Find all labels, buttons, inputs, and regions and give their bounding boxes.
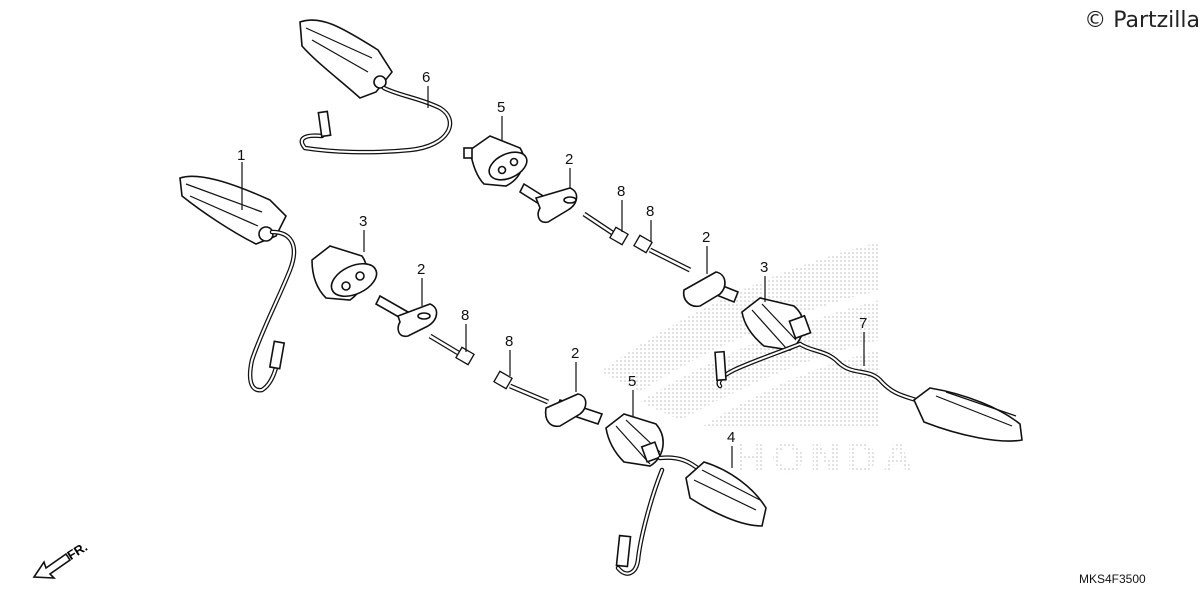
turn-signal-part-7 xyxy=(714,341,1023,442)
bolt-part-8-c xyxy=(428,333,475,366)
copyright-text: © Partzilla xyxy=(1084,8,1200,33)
callout-2-c: 2 xyxy=(702,229,710,246)
callout-8-c: 8 xyxy=(461,307,469,324)
leader-lines xyxy=(241,86,865,468)
callout-3-left: 3 xyxy=(359,213,367,230)
callout-2-a: 2 xyxy=(565,151,573,168)
callout-2-b: 2 xyxy=(417,261,425,278)
callout-labels: 1 6 5 2 8 8 3 2 2 3 7 8 8 2 5 4 xyxy=(237,69,867,446)
callout-5-top: 5 xyxy=(497,99,505,116)
bolt-part-8-a xyxy=(582,211,629,246)
callout-6: 6 xyxy=(422,69,430,86)
bolt-part-8-d xyxy=(493,370,549,405)
callout-8-d: 8 xyxy=(505,333,513,350)
collar-part-2-b xyxy=(374,294,438,338)
callout-1: 1 xyxy=(237,147,245,164)
front-direction-arrow: FR. xyxy=(32,539,90,579)
bolt-part-8-b xyxy=(633,234,692,273)
callout-7: 7 xyxy=(859,315,867,332)
socket-part-5-top xyxy=(463,135,528,187)
callout-8-b: 8 xyxy=(646,203,654,220)
turn-signal-part-1 xyxy=(179,175,297,393)
socket-part-3-left xyxy=(311,245,378,301)
callout-2-d: 2 xyxy=(571,345,579,362)
callout-5-bottom: 5 xyxy=(628,373,636,390)
turn-signal-part-6 xyxy=(299,19,453,155)
turn-signal-part-4 xyxy=(615,455,767,576)
socket-part-5-bottom xyxy=(605,413,664,467)
honda-watermark-text: HONDA xyxy=(735,434,919,481)
collar-part-2-a xyxy=(518,182,578,224)
collar-part-2-d xyxy=(544,393,604,428)
socket-part-3-right xyxy=(741,297,812,351)
callout-3-right: 3 xyxy=(760,259,768,276)
diagram-code: MKS4F3500 xyxy=(1079,572,1146,586)
collar-part-2-c xyxy=(682,271,740,308)
callout-8-a: 8 xyxy=(617,183,625,200)
callout-4: 4 xyxy=(727,429,735,446)
